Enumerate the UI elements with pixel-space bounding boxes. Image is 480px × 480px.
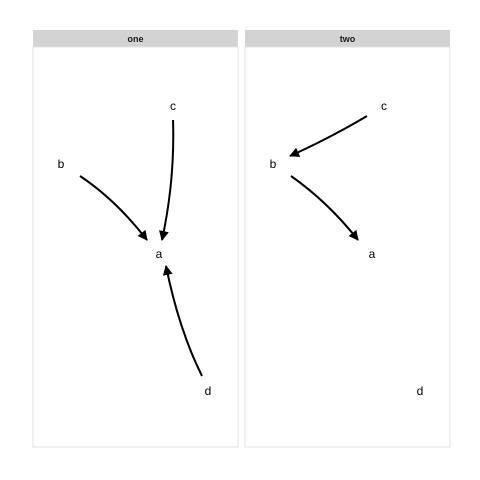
facet-strip-label-one: one: [127, 34, 143, 44]
facet-one: one a b c d: [32, 30, 239, 448]
facet-strip-two: [245, 30, 450, 47]
node-b: b: [270, 157, 277, 171]
node-c: c: [170, 99, 176, 113]
edge-b-to-a: [290, 175, 359, 241]
node-c: c: [381, 99, 387, 113]
node-a: a: [369, 247, 376, 261]
facet-strip-one: [33, 30, 238, 47]
node-d: d: [205, 384, 212, 398]
node-b: b: [58, 157, 65, 171]
facet-panel-two: [244, 46, 451, 448]
edge-c-to-b: [289, 115, 368, 157]
facet-panel-one: [32, 46, 239, 448]
edge-d-to-a: [162, 265, 203, 377]
edge-c-to-a: [159, 119, 175, 241]
facet-strip-label-two: two: [340, 34, 356, 44]
node-d: d: [417, 384, 424, 398]
node-a: a: [156, 247, 163, 261]
facet-two: two a b c d: [244, 30, 451, 448]
edge-b-to-a: [79, 175, 148, 241]
